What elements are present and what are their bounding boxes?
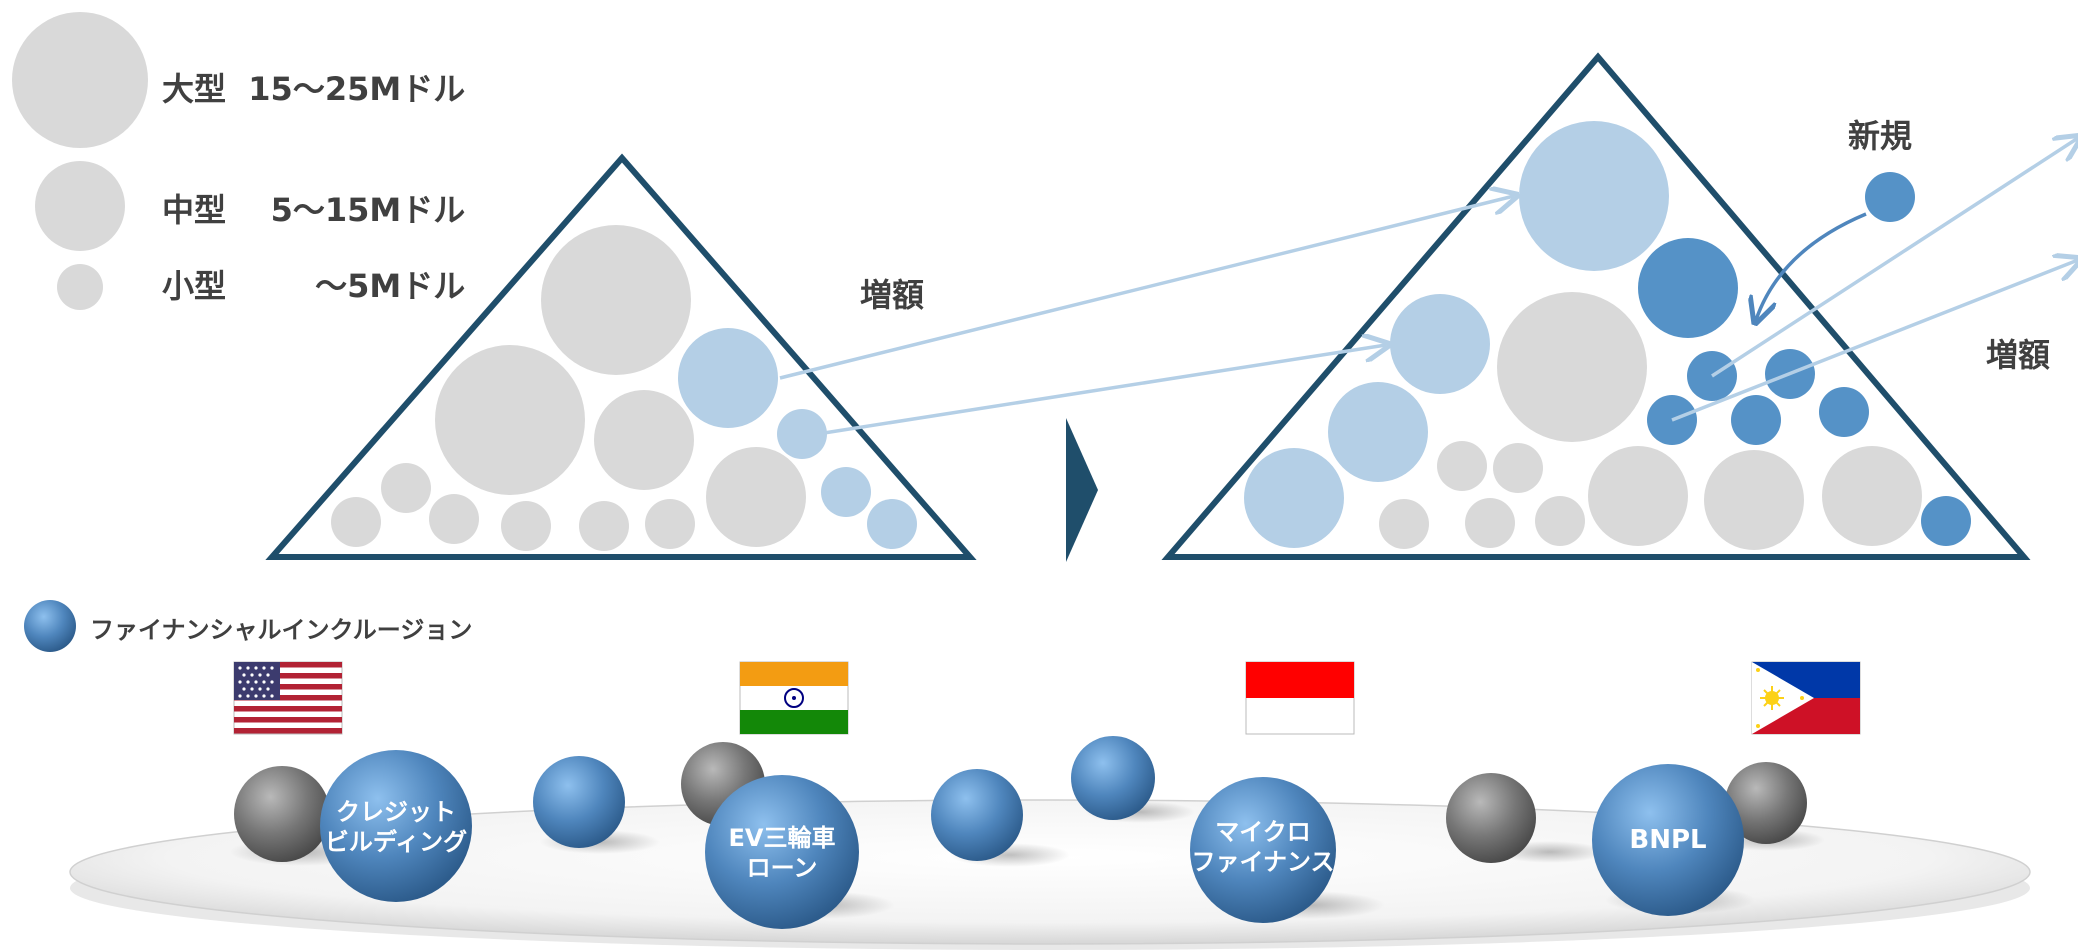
portfolio-bubble xyxy=(678,328,778,428)
credit-building-label-2: ビルディング xyxy=(325,828,467,856)
large-size-circle xyxy=(12,12,148,148)
microfinance-sphere xyxy=(1190,777,1336,923)
legend-large-label: 大型 15～25Mドル xyxy=(162,70,465,108)
portfolio-bubble xyxy=(867,499,917,549)
microfinance-label-2: ファイナンス xyxy=(1191,848,1334,876)
current-portfolio-triangle xyxy=(265,153,977,560)
portfolio-bubble xyxy=(1588,446,1688,546)
gray-sphere xyxy=(1725,762,1807,844)
portfolio-bubble xyxy=(777,409,827,459)
inclusion-spheres: クレジット ビルディング EV三輪車 ローン マイクロ ファイナンス BNPL xyxy=(230,736,1825,929)
credit-building-sphere xyxy=(320,750,472,902)
new-label: 新規 xyxy=(1848,117,1912,155)
gray-sphere xyxy=(1446,773,1536,863)
portfolio-bubble xyxy=(1519,121,1669,271)
portfolio-bubble xyxy=(1437,441,1487,491)
portfolio-bubble xyxy=(429,494,479,544)
new-investment-bubble xyxy=(1865,172,1915,222)
portfolio-bubble xyxy=(1244,448,1344,548)
portfolio-bubble xyxy=(1497,292,1647,442)
portfolio-bubble xyxy=(1465,498,1515,548)
microfinance-label-1: マイクロ xyxy=(1215,818,1311,846)
new-investment-arrow xyxy=(1756,212,1867,320)
increase-arrow xyxy=(1711,138,2078,378)
usa-flag-icon xyxy=(233,661,343,735)
size-legend: 大型 15～25Mドル 中型 5～15Mドル 小型 ～5Mドル xyxy=(12,12,465,310)
gray-sphere xyxy=(234,766,330,862)
flow-arrows xyxy=(779,138,2078,435)
portfolio-bubble xyxy=(1379,499,1429,549)
inclusion-legend-label: ファイナンシャルインクルージョン xyxy=(90,616,472,644)
portfolio-bubble xyxy=(594,390,694,490)
credit-building-label-1: クレジット xyxy=(336,798,456,826)
legend-medium-label: 中型 5～15Mドル xyxy=(162,191,465,229)
increase-arrow xyxy=(779,196,1514,380)
bnpl-sphere xyxy=(1592,764,1744,916)
future-portfolio-triangle xyxy=(1161,52,2031,560)
ev-loan-sphere xyxy=(705,775,859,929)
portfolio-bubble xyxy=(1704,450,1804,550)
portfolio-bubble xyxy=(381,463,431,513)
legend-small-label: 小型 ～5Mドル xyxy=(162,267,465,305)
blue-sphere xyxy=(533,756,625,848)
portfolio-bubble xyxy=(645,499,695,549)
portfolio-bubble xyxy=(1731,395,1781,445)
increase-label-left: 増額 xyxy=(860,276,924,314)
portfolio-bubble xyxy=(435,345,585,495)
portfolio-bubble xyxy=(1390,294,1490,394)
medium-size-circle xyxy=(35,161,125,251)
transition-chevron xyxy=(1066,418,1098,562)
portfolio-bubble xyxy=(501,501,551,551)
increase-label-right: 増額 xyxy=(1986,336,2050,374)
portfolio-bubble xyxy=(1493,443,1543,493)
blue-sphere xyxy=(1071,736,1155,820)
increase-arrow xyxy=(823,345,1386,435)
portfolio-bubble xyxy=(1535,496,1585,546)
indonesia-flag-icon xyxy=(1245,661,1355,735)
portfolio-bubble xyxy=(821,467,871,517)
portfolio-bubble xyxy=(706,447,806,547)
portfolio-bubble xyxy=(331,497,381,547)
increase-arrow xyxy=(1671,260,2078,422)
india-flag-icon xyxy=(739,661,849,735)
small-size-circle xyxy=(57,264,103,310)
portfolio-bubble xyxy=(579,501,629,551)
inclusion-legend-sphere xyxy=(24,600,76,652)
ev-loan-label-1: EV三輪車 xyxy=(729,824,836,852)
portfolio-bubble xyxy=(1819,387,1869,437)
portfolio-bubble xyxy=(1822,446,1922,546)
portfolio-bubble xyxy=(541,225,691,375)
portfolio-bubble xyxy=(1921,496,1971,546)
portfolio-bubble xyxy=(1328,382,1428,482)
philippines-flag-icon xyxy=(1751,661,1861,735)
portfolio-bubble xyxy=(1638,238,1738,338)
bnpl-label: BNPL xyxy=(1629,825,1706,855)
ev-loan-label-2: ローン xyxy=(747,854,818,882)
blue-sphere xyxy=(931,769,1023,861)
